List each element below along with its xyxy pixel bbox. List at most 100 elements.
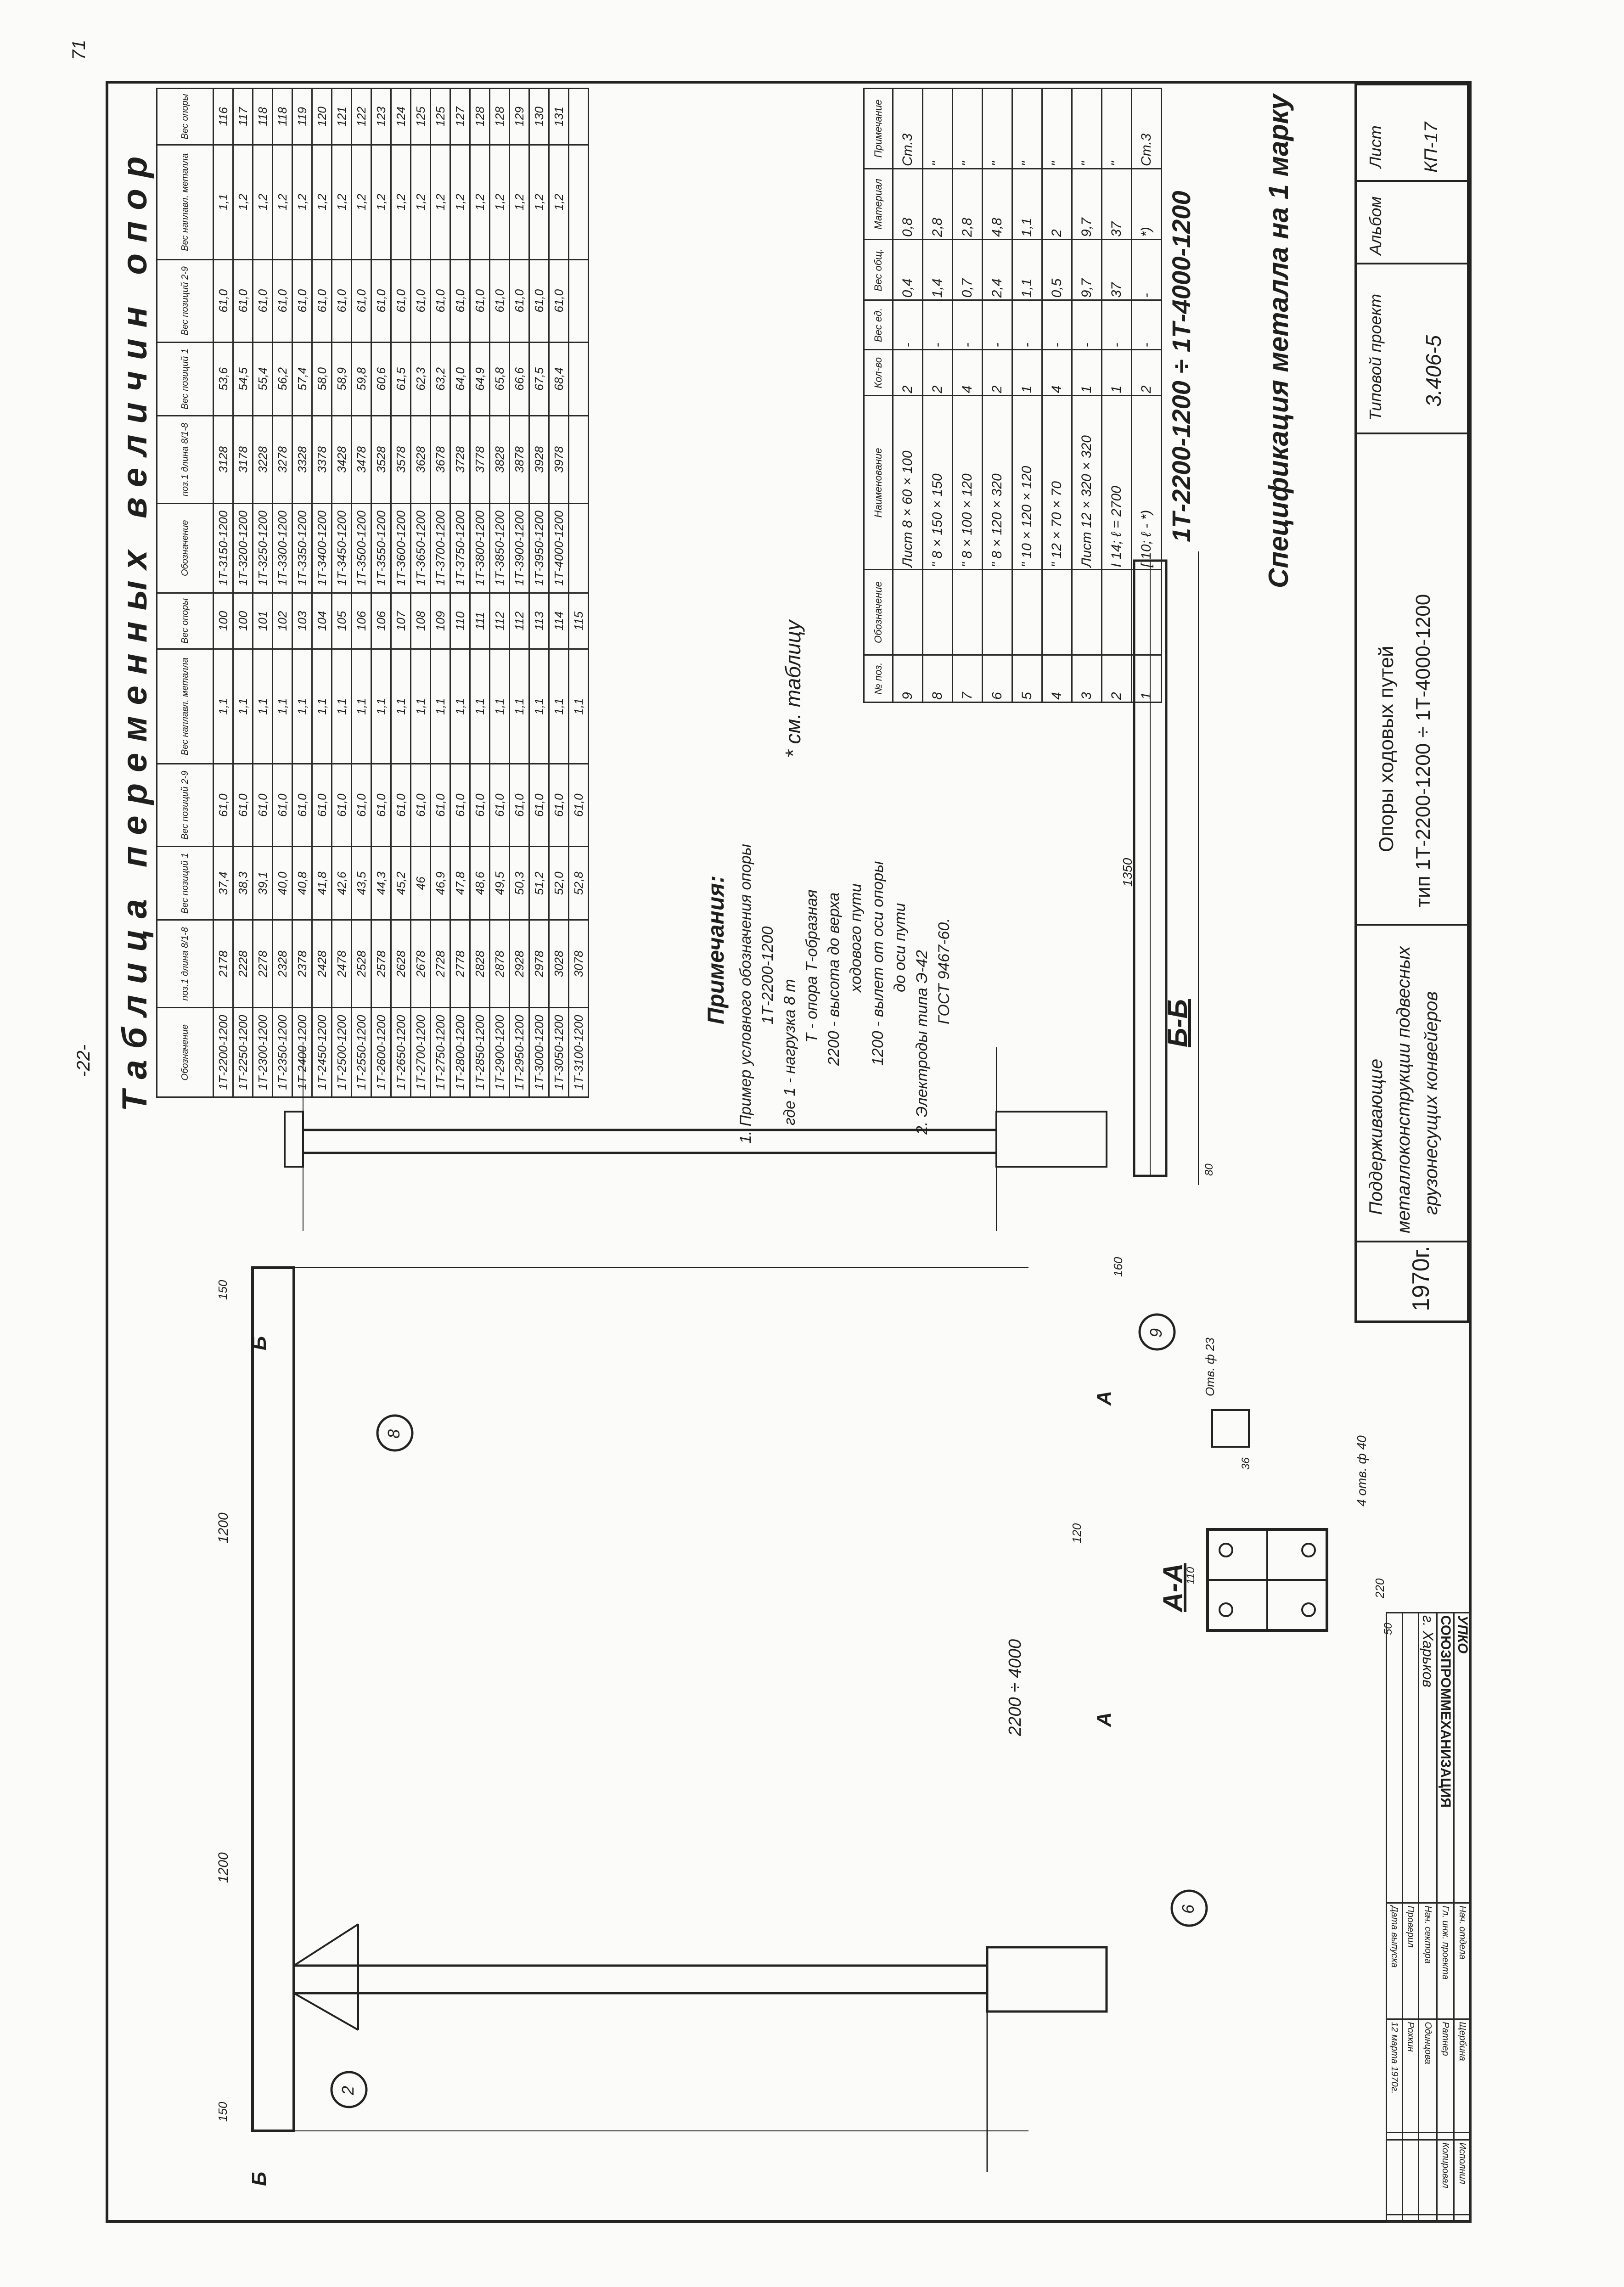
tb-sheet-value: КП-17 — [1421, 122, 1441, 173]
section-aa-label: А-А — [1158, 1563, 1188, 1612]
spec-table-cell: 9 — [893, 655, 923, 702]
spec-table-row: 1[ 10; ℓ - *)2--*)Ст.3 — [1131, 88, 1162, 702]
spec-h2: Наименование — [864, 395, 893, 570]
stamp-row4-name: 12 марта 1970г. — [1386, 2019, 1403, 2133]
tb-divider-3 — [1357, 433, 1467, 434]
dim-base-len: 220 — [1373, 1578, 1387, 1598]
spec-table-cell: 1,4 — [922, 239, 953, 300]
spec-table-cell: - — [1131, 300, 1162, 350]
tb-divider-1 — [1357, 1241, 1467, 1242]
dim-36: 36 — [1240, 1457, 1252, 1470]
spec-table-cell: " 8 × 150 × 150 — [922, 395, 953, 570]
dim-span-1350: 1350 — [1120, 858, 1135, 887]
cut-mark-b-left: Б — [248, 2171, 270, 2186]
tb-divider-5 — [1357, 180, 1467, 182]
stamp-row0-name: Щербина — [1454, 2019, 1471, 2133]
tb-divider-2 — [1357, 924, 1467, 926]
spec-table-cell: " — [1042, 88, 1072, 169]
tb-sheet-label: Лист — [1366, 125, 1385, 168]
spec-table-cell: " — [922, 88, 953, 169]
spec-table-cell: 0,4 — [893, 239, 923, 300]
spec-table-cell: " — [1072, 88, 1102, 169]
dim-bolt-hole: 4 отв. ф 40 — [1354, 1435, 1369, 1506]
cut-mark-a-right: А — [1093, 1391, 1115, 1405]
spec-table-cell: " — [952, 88, 983, 169]
spec-table-cell: Ст.3 — [893, 88, 923, 169]
spec-table-cell: 5 — [1012, 655, 1042, 702]
spec-h7: Примечание — [864, 88, 893, 169]
spec-table-cell: 37 — [1101, 169, 1132, 240]
spec-table-cell: 1,1 — [1012, 169, 1042, 240]
spec-table-cell: - — [893, 300, 923, 350]
stamp-row1-name: Ратнер — [1437, 2019, 1454, 2133]
spec-table-cell: 7 — [952, 655, 983, 702]
spec-table-cell: 0,7 — [952, 239, 983, 300]
tb-subject-l2: металлоконструкции подвесных — [1394, 946, 1414, 1233]
spec-table-cell: - — [1072, 300, 1102, 350]
spec-table-cell: 4 — [1042, 655, 1072, 702]
stamp-city: г. Харьков — [1418, 1613, 1437, 1903]
spec-table-cell: 2 — [982, 349, 1012, 396]
spec-table-cell: 9,7 — [1072, 169, 1102, 240]
stamp-row3-name: Рохкин — [1402, 2019, 1419, 2133]
spec-table-cell: 2 — [1101, 655, 1132, 702]
callout-9: 9 — [1146, 1328, 1165, 1337]
callout-2: 2 — [338, 2085, 357, 2095]
spec-table-cell: 4 — [1042, 349, 1072, 396]
spec-table-cell — [1131, 569, 1162, 655]
spec-table-cell: 4 — [952, 349, 983, 396]
dim-base-width: 120 — [1070, 1523, 1084, 1543]
stamp-left0: Исполнил — [1454, 2140, 1471, 2215]
cut-mark-b-right: Б — [248, 1336, 270, 1350]
dim-80: 80 — [1203, 1163, 1215, 1176]
spec-table-cell: 3 — [1072, 655, 1102, 702]
spec-table-cell: 6 — [982, 655, 1012, 702]
spec-h4: Вес ед. — [864, 300, 893, 350]
stamp-row4-role: Дата выпуска — [1386, 1903, 1403, 2019]
spec-table-cell — [1012, 569, 1042, 655]
spec-table-cell: " 8 × 100 × 120 — [952, 395, 983, 570]
spec-table-cell: Ст.3 — [1131, 88, 1162, 169]
dim-left-arm: 1200 — [216, 1852, 231, 1883]
spec-table-cell — [893, 569, 923, 655]
spec-table-cell: 2 — [1042, 169, 1072, 240]
spec-table-cell — [1101, 569, 1132, 655]
tb-album-label: Альбом — [1366, 196, 1385, 255]
spec-table-cell: - — [1101, 300, 1132, 350]
section-bb-label: Б-Б — [1162, 999, 1193, 1047]
callout-8: 8 — [384, 1429, 403, 1439]
spec-table-cell: - — [1012, 300, 1042, 350]
stamp-row2-role: Нач. сектора — [1418, 1903, 1437, 2019]
spec-table-cell: Лист 8 × 60 × 100 — [893, 395, 923, 570]
dim-arm-right-end: 150 — [216, 1280, 230, 1300]
spec-table-cell — [1072, 569, 1102, 655]
dim-plate-width: 160 — [1111, 1257, 1125, 1277]
spec-table-cell: " 8 × 120 × 320 — [982, 395, 1012, 570]
spec-table-cell: 2 — [893, 349, 923, 396]
spec-table-cell: " 10 × 120 × 120 — [1012, 395, 1042, 570]
spec-table-cell — [952, 569, 983, 655]
spec-table-cell — [922, 569, 953, 655]
support-elevation — [251, 1266, 1208, 2172]
spec-table-cell: 37 — [1101, 239, 1132, 300]
tb-subject-l3: грузонесущих конвейеров — [1421, 991, 1441, 1215]
stamp-row1-role: Гл. инж. проекта — [1437, 1903, 1454, 2019]
spec-table-cell: 4,8 — [982, 169, 1012, 240]
spec-h6: Материал — [864, 169, 893, 240]
spec-h3: Кол-во — [864, 349, 893, 396]
spec-table-cell: 1 — [1131, 655, 1162, 702]
callout-6: 6 — [1179, 1904, 1197, 1914]
spec-designation: 1Т-2200-1200 ÷ 1Т-4000-1200 — [1167, 191, 1196, 542]
signature-stamp: УПКО Нач. отдела Щербина Исполнил СОЮЗПР… — [1373, 1612, 1472, 2223]
spec-table-cell: *) — [1131, 169, 1162, 240]
spec-table-cell: - — [952, 300, 983, 350]
spec-table-cell: - — [1042, 300, 1072, 350]
spec-h5: Вес общ. — [864, 239, 893, 300]
stamp-org-sub: УПКО — [1454, 1613, 1471, 1903]
